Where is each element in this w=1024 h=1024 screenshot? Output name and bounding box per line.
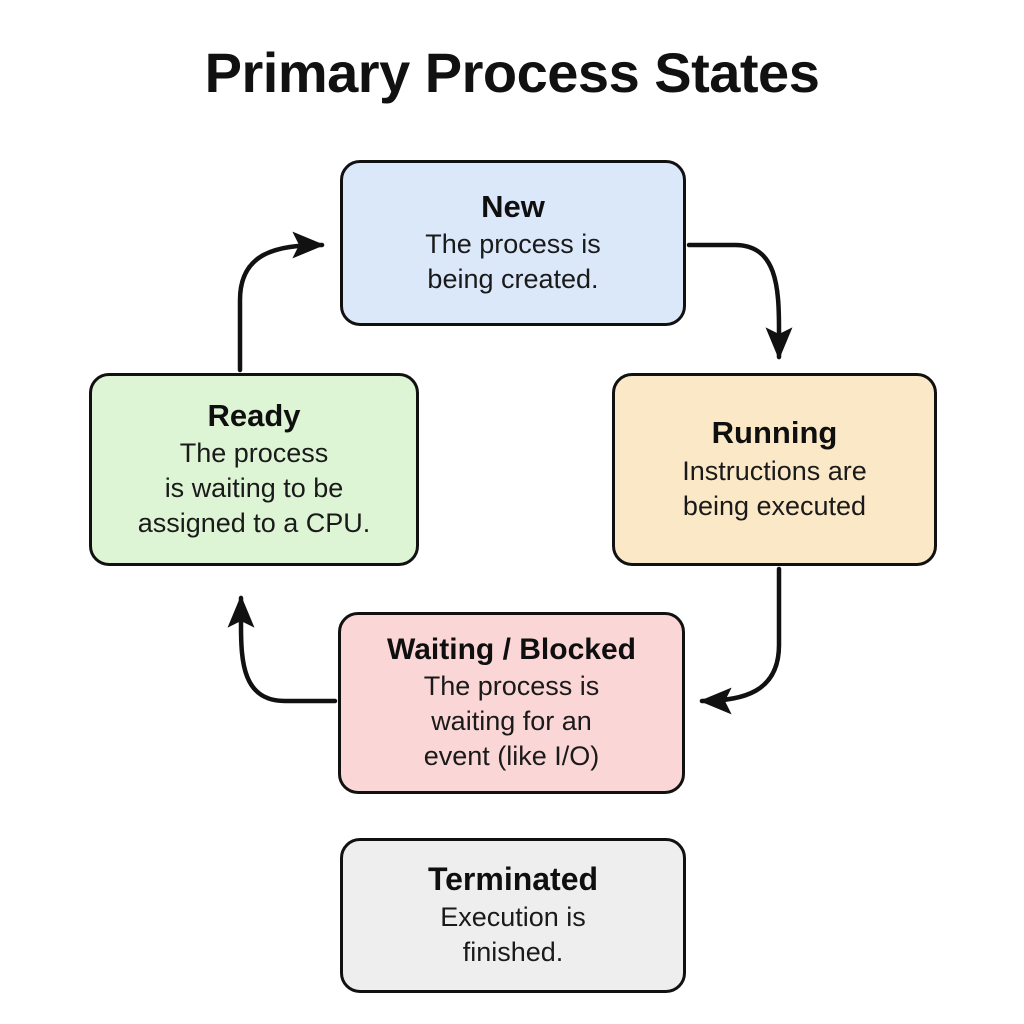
state-desc-terminated-line2: finished. — [462, 937, 564, 968]
state-title-waiting-blocked: Waiting / Blocked — [387, 632, 636, 666]
state-title-ready: Ready — [207, 397, 301, 433]
state-desc-running-line1: Instructions are — [682, 455, 867, 486]
arrow-running-to-waiting — [699, 566, 782, 715]
arrow-new-to-running — [686, 242, 793, 360]
state-node-ready[interactable]: Ready The process is waiting to be assig… — [89, 373, 419, 566]
state-desc-running-line2: being executed — [682, 490, 867, 521]
state-node-waiting-blocked[interactable]: Waiting / Blocked The process is waiting… — [338, 612, 685, 794]
state-node-new[interactable]: New The process is being created. — [340, 160, 686, 326]
state-title-running: Running — [711, 415, 838, 451]
state-desc-ready-line2: is waiting to be — [164, 473, 344, 504]
state-desc-ready-line3: assigned to a CPU. — [137, 508, 371, 539]
state-desc-waiting-line3: event (like I/O) — [423, 741, 600, 772]
state-desc-new-line1: The process is — [425, 229, 601, 260]
state-desc-waiting-line1: The process is — [423, 671, 600, 702]
state-node-terminated[interactable]: Terminated Execution is finished. — [340, 838, 686, 993]
page-title: Primary Process States — [204, 41, 820, 104]
state-desc-ready: The process is waiting to be assigned to… — [138, 436, 371, 541]
state-desc-new-line2: being created. — [427, 264, 599, 295]
arrow-waiting-to-ready — [227, 595, 338, 704]
state-title-new: New — [481, 188, 545, 224]
state-desc-running: Instructions are being executed — [682, 454, 867, 524]
state-desc-waiting-line2: waiting for an — [431, 706, 592, 737]
state-desc-terminated-line1: Execution is — [440, 902, 586, 933]
state-desc-waiting-blocked: The process is waiting for an event (lik… — [424, 669, 600, 774]
state-desc-ready-line1: The process — [179, 438, 329, 469]
state-node-running[interactable]: Running Instructions are being executed — [612, 373, 937, 566]
state-desc-terminated: Execution is finished. — [440, 900, 586, 970]
state-title-terminated: Terminated — [427, 860, 599, 897]
arrow-ready-to-new — [237, 231, 325, 373]
state-desc-new: The process is being created. — [425, 227, 601, 297]
